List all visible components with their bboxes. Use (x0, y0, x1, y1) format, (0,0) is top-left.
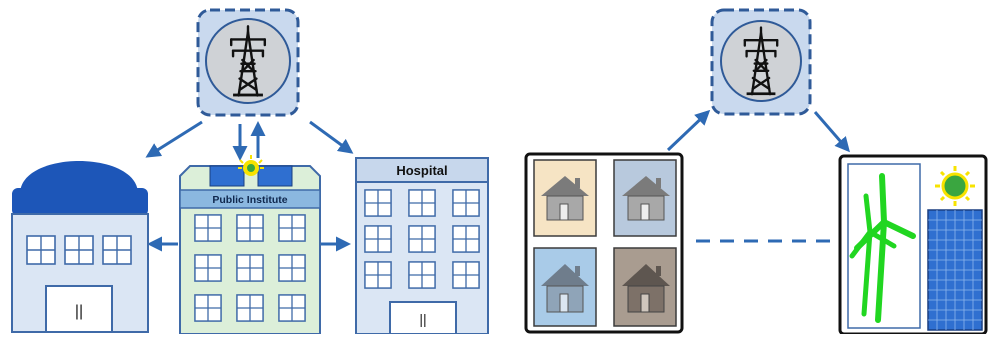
grid-node-right (710, 8, 812, 116)
dome-building: || (11, 161, 149, 333)
window (26, 234, 56, 266)
door-mark: || (419, 311, 426, 327)
wind-turbine-icon (849, 193, 897, 317)
hospital-sign-band (355, 157, 489, 183)
institute-label: Public Institute (212, 194, 287, 206)
solar-panel-icon (209, 165, 245, 187)
window (64, 234, 94, 266)
house-icon (622, 264, 670, 313)
arrow-houses-to-grid (666, 109, 711, 152)
residential-cluster (524, 152, 684, 334)
door-mark: || (75, 303, 83, 320)
window (102, 234, 132, 266)
solar-panel-icon (927, 209, 983, 331)
public-institute-building: Public Institute (179, 155, 321, 335)
institute-name-band (179, 189, 321, 209)
grid-circle-left (205, 18, 291, 104)
grid-circle-right (720, 20, 802, 102)
arrow-grid-to-dome-building (145, 120, 203, 158)
hospital-building: Hospital || (355, 157, 489, 335)
house-icon (541, 176, 589, 221)
house-icon (541, 264, 589, 313)
grid-node-left (196, 8, 300, 117)
hospital-door (389, 301, 457, 335)
institute-windows (194, 214, 306, 322)
arrows-left (145, 120, 354, 252)
dome-base (12, 188, 148, 216)
sun-icon (238, 155, 264, 176)
arrows-right (666, 109, 850, 153)
arrow-grid-to-renewables (813, 111, 850, 153)
solar-panel-icon (257, 165, 293, 187)
sun-icon (935, 166, 975, 206)
house-icon (622, 176, 670, 221)
dome-building-door (45, 285, 113, 333)
arrow-grid-to-hospital (309, 120, 354, 154)
dome-roof (20, 161, 138, 194)
renewables-panel (838, 154, 988, 336)
hospital-windows (364, 189, 480, 289)
hospital-label: Hospital (396, 163, 447, 178)
